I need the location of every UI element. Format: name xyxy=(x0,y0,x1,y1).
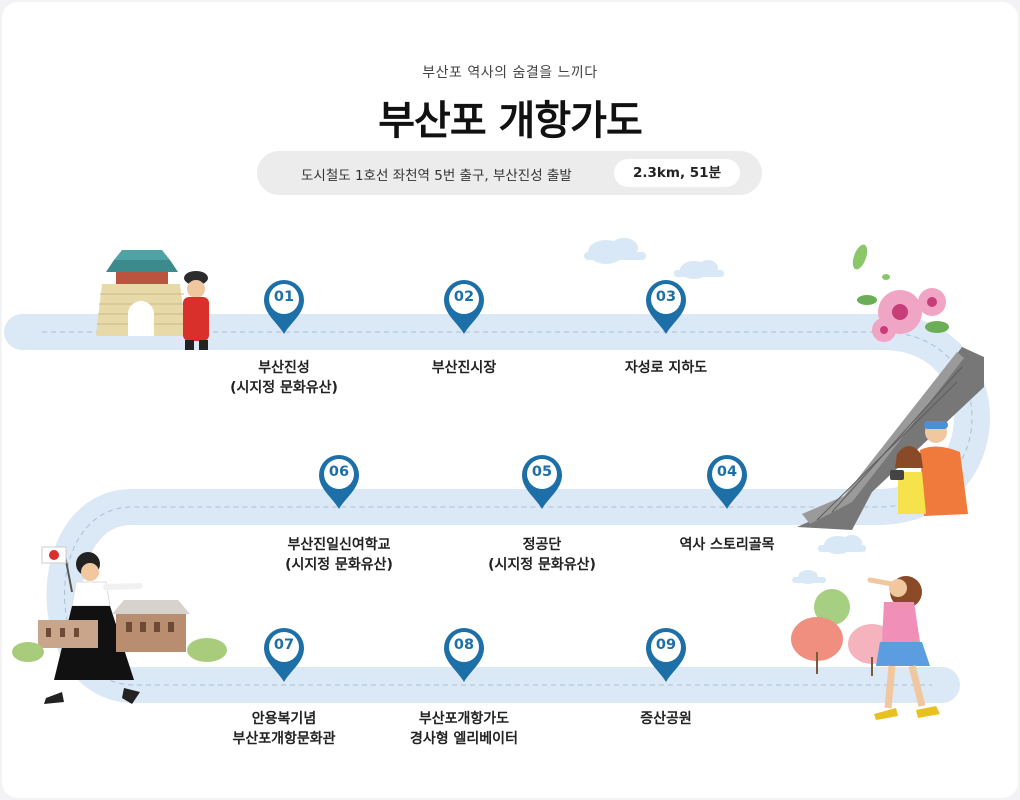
stop-pin-09[interactable]: 09 xyxy=(642,626,690,684)
route-info-pill: 도시철도 1호선 좌천역 5번 출구, 부산진성 출발 2.3km, 51분 xyxy=(257,151,762,195)
stop-pin-01[interactable]: 01 xyxy=(260,278,308,336)
stop-pin-02[interactable]: 02 xyxy=(440,278,488,336)
stop-number: 05 xyxy=(531,464,553,480)
map-pin-icon xyxy=(319,455,359,509)
stop-label-01: 부산진성 (시지정 문화유산) xyxy=(174,358,394,398)
stop-pin-08[interactable]: 08 xyxy=(440,626,488,684)
tourists-selfie-icon xyxy=(890,421,968,516)
map-pin-icon xyxy=(646,280,686,334)
page-title: 부산포 개항가도 xyxy=(378,98,643,144)
stop-name: 부산진시장 xyxy=(431,360,497,376)
stop-subname: 부산포개항문화관 xyxy=(232,731,336,747)
stop-pin-07[interactable]: 07 xyxy=(260,626,308,684)
stop-name: 부산진성 xyxy=(258,360,310,376)
guard-character-icon xyxy=(183,271,209,350)
stop-name: 안용복기념 xyxy=(251,711,317,727)
stop-name: 부산진일신여학교 xyxy=(287,537,391,553)
stop-number: 03 xyxy=(655,289,677,305)
stop-name: 정공단 xyxy=(522,537,562,553)
page-subtitle: 부산포 역사의 숨결을 느끼다 xyxy=(422,65,598,81)
map-pin-icon xyxy=(264,628,304,682)
stop-label-07: 안용복기념 부산포개항문화관 xyxy=(174,709,394,749)
stop-subname: 경사형 엘리베이터 xyxy=(410,731,518,747)
stop-name: 부산포개항가도 xyxy=(418,711,510,727)
stop-number: 09 xyxy=(655,637,677,653)
route-distance-badge: 2.3km, 51분 xyxy=(614,159,740,187)
stop-label-02: 부산진시장 xyxy=(354,358,574,378)
stop-number: 08 xyxy=(453,637,475,653)
stop-subname: (시지정 문화유산) xyxy=(488,557,596,573)
stop-subname: (시지정 문화유산) xyxy=(285,557,393,573)
stop-label-04: 역사 스토리골목 xyxy=(617,535,837,555)
map-pin-icon xyxy=(522,455,562,509)
stop-pin-04[interactable]: 04 xyxy=(703,453,751,511)
fortress-gate-icon xyxy=(96,250,186,336)
stop-subname: (시지정 문화유산) xyxy=(230,380,338,396)
stop-label-05: 정공단 (시지정 문화유산) xyxy=(432,535,652,575)
stop-name: 증산공원 xyxy=(640,711,692,727)
stop-name: 자성로 지하도 xyxy=(624,360,708,376)
map-pin-icon xyxy=(646,628,686,682)
stop-number: 01 xyxy=(273,289,295,305)
stop-number: 04 xyxy=(716,464,738,480)
stop-label-09: 증산공원 xyxy=(556,709,776,729)
stop-label-08: 부산포개항가도 경사형 엘리베이터 xyxy=(354,709,574,749)
map-pin-icon xyxy=(444,628,484,682)
route-description: 도시철도 1호선 좌천역 5번 출구, 부산진성 출발 xyxy=(301,168,572,184)
stop-pin-05[interactable]: 05 xyxy=(518,453,566,511)
stone-wall-icon xyxy=(797,347,984,530)
stop-label-03: 자성로 지하도 xyxy=(556,358,776,378)
map-pin-icon xyxy=(444,280,484,334)
map-pin-icon xyxy=(707,455,747,509)
stop-name: 역사 스토리골목 xyxy=(679,537,775,553)
cloud-icon xyxy=(584,238,866,584)
stop-number: 02 xyxy=(453,289,475,305)
historic-building-icon xyxy=(12,600,227,662)
stop-number: 07 xyxy=(273,637,295,653)
hiker-woman-icon xyxy=(867,576,940,720)
map-pin-icon xyxy=(264,280,304,334)
stop-label-06: 부산진일신여학교 (시지정 문화유산) xyxy=(229,535,449,575)
stop-pin-03[interactable]: 03 xyxy=(642,278,690,336)
stop-number: 06 xyxy=(328,464,350,480)
flower-icon xyxy=(852,244,949,342)
stop-pin-06[interactable]: 06 xyxy=(315,453,363,511)
